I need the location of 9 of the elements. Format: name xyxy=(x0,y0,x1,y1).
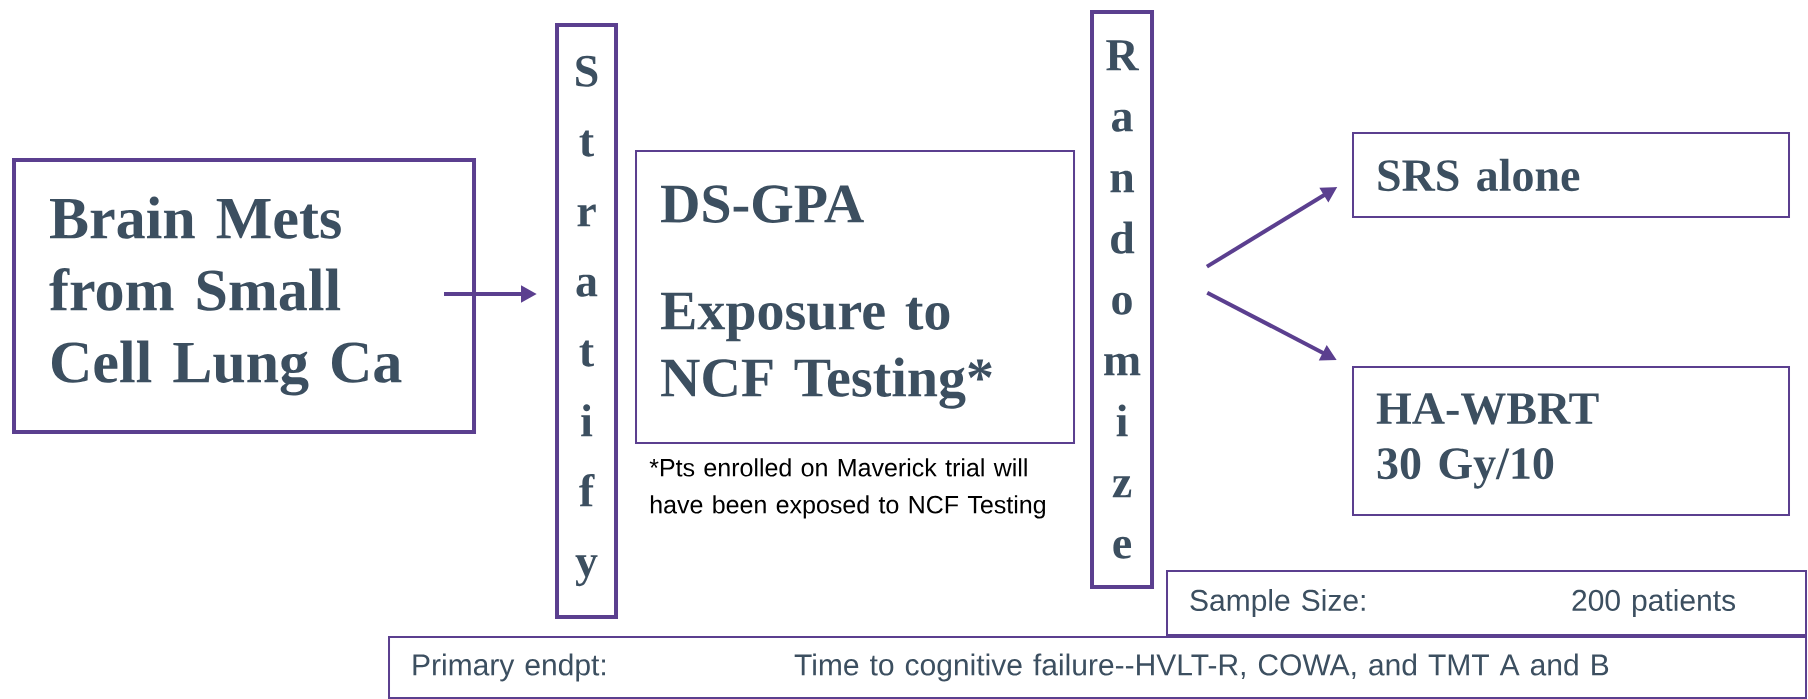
arm-box: HA-WBRT 30 Gy/10 xyxy=(1352,366,1790,516)
process-box: Brain Mets from Small Cell Lung Ca xyxy=(12,158,476,434)
vertical-text-box: Stratify xyxy=(555,23,618,619)
info-bar: Primary endpt: Time to cognitive failure--HVLT-R, COWA, and TMT A and B xyxy=(388,636,1807,699)
vertical-text-box: Randomize xyxy=(1090,10,1154,589)
footnote: *Pts enrolled on Maverick trial will have been exposed to NCF Testing xyxy=(649,458,1045,519)
process-box: DS-GPA Exposure to NCF Testing* xyxy=(635,150,1075,444)
arm-box: SRS alone xyxy=(1352,132,1790,218)
info-bar: Sample Size: 200 patients xyxy=(1166,570,1807,636)
